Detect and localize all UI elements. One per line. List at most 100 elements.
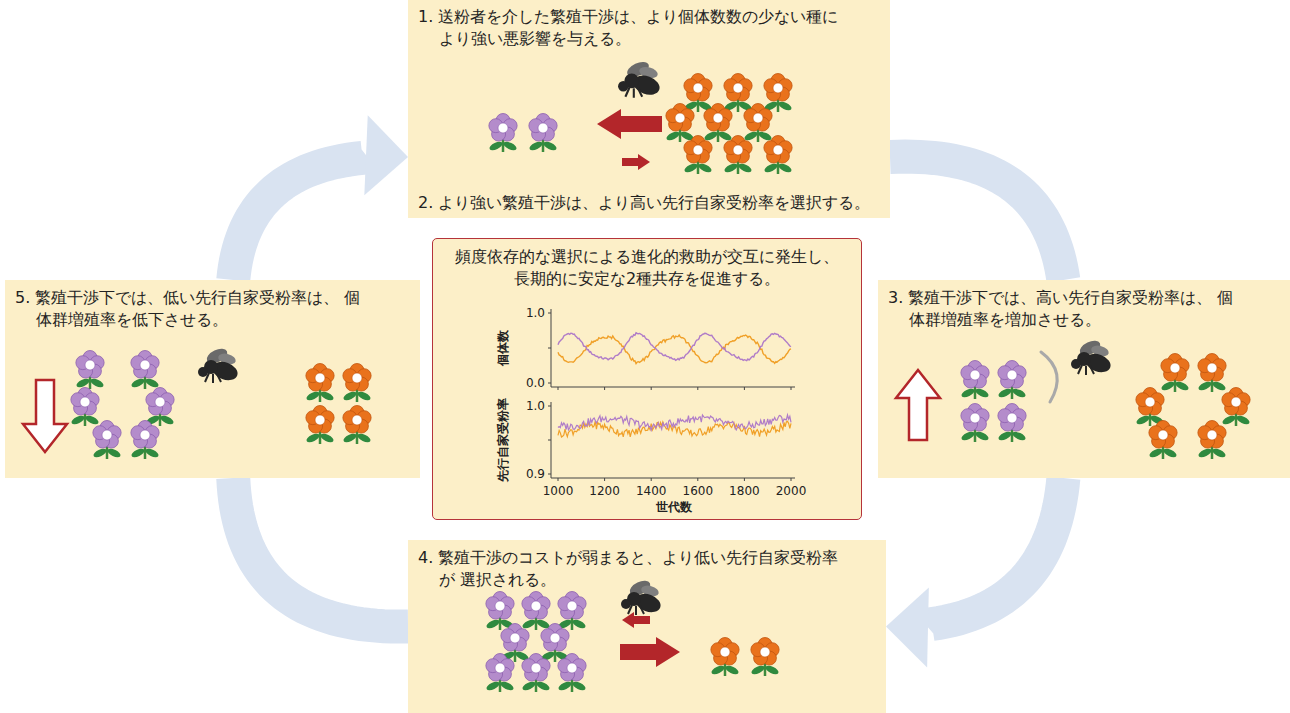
tick <box>548 406 551 407</box>
summary-heading: 頻度依存的な選択による進化的救助が交互に発生し、 長期的に安定な2種共存を促進す… <box>451 246 843 289</box>
tick <box>604 478 605 481</box>
flower <box>1197 354 1226 393</box>
step-text: 5. 繁殖干渉下では、低い先行自家受粉率は、 個体群増殖率を低下させる。 <box>15 287 365 330</box>
cycle-arrow-shaft <box>890 157 1063 280</box>
step-panel: 3. 繁殖干渉下では、高い先行自家受粉率は、 個体群増殖率を増加させる。 <box>878 280 1290 478</box>
leaf <box>305 432 320 444</box>
leaf <box>1160 380 1175 392</box>
leaf <box>70 414 85 426</box>
tick <box>744 478 745 481</box>
leaf <box>724 664 739 676</box>
bee <box>1071 338 1113 376</box>
flower <box>960 404 989 443</box>
leaf <box>1148 447 1163 459</box>
summary-box: 頻度依存的な選択による進化的救助が交互に発生し、 長期的に安定な2種共存を促進す… <box>432 238 862 520</box>
flower <box>750 638 779 677</box>
leaf <box>764 664 779 676</box>
leaf <box>1011 430 1026 442</box>
leaf <box>997 387 1012 399</box>
flower <box>1135 388 1164 427</box>
flower <box>521 592 550 631</box>
cycle-arrow <box>890 157 1063 280</box>
cycle-arrow <box>233 478 408 627</box>
tick-label: 2000 <box>776 485 807 497</box>
flower <box>763 74 792 113</box>
step-text: 3. 繁殖干渉下では、高い先行自家受粉率は、 個体群増殖率を増加させる。 <box>888 287 1238 330</box>
flower-center <box>1145 397 1155 407</box>
leaf <box>144 377 159 389</box>
leaf <box>130 447 145 459</box>
flower-center <box>495 601 505 611</box>
flower-center <box>315 415 325 425</box>
flower <box>305 406 334 445</box>
leaf <box>1221 414 1236 426</box>
axis-title: 先行自家受粉率 <box>497 398 509 482</box>
leaf <box>521 618 536 630</box>
interference-arrow <box>620 637 680 667</box>
tick <box>744 387 745 390</box>
step-text: 4. 繁殖干渉のコストが弱まると、より低い先行自家受粉率が 選択される。 <box>418 547 848 590</box>
leaf <box>737 162 752 174</box>
flower-center <box>567 601 577 611</box>
flower <box>92 421 121 460</box>
tick <box>604 387 605 390</box>
leaf <box>717 130 732 142</box>
leaf <box>710 664 725 676</box>
step-panel: 1. 送粉者を介した繁殖干渉は、より個体数数の少ない種に より強い悪影響を与える… <box>408 0 890 218</box>
flower-center <box>1207 430 1217 440</box>
flower-center <box>80 397 90 407</box>
tick-label: 1400 <box>636 485 667 497</box>
tick <box>558 387 559 390</box>
bee-leg <box>1078 365 1082 374</box>
leaf <box>974 387 989 399</box>
leaf <box>697 162 712 174</box>
flower-center <box>753 113 763 123</box>
leaf <box>1135 414 1150 426</box>
flower <box>342 406 371 445</box>
flower-center <box>102 430 112 440</box>
cycle-arrow-shaft <box>233 155 366 280</box>
flower <box>997 361 1026 400</box>
leaf <box>571 680 586 692</box>
flower-center <box>510 633 520 643</box>
leaf <box>92 447 107 459</box>
leaf <box>342 432 357 444</box>
leaf <box>356 390 371 402</box>
tick <box>548 383 551 384</box>
flower-center <box>538 123 548 133</box>
bee-leg <box>1090 366 1094 374</box>
leaf <box>159 414 174 426</box>
flower-center <box>550 633 560 643</box>
leaf <box>703 130 718 142</box>
bee <box>618 59 662 98</box>
leaf <box>1174 380 1189 392</box>
leaf <box>488 140 503 152</box>
arrowhead <box>886 587 929 667</box>
leaf <box>974 430 989 442</box>
bee <box>198 346 240 384</box>
flower <box>1148 421 1177 460</box>
leaf <box>763 162 778 174</box>
leaf <box>84 414 99 426</box>
flower-center <box>733 145 743 155</box>
increase-arrow <box>896 370 940 440</box>
flower-center <box>531 663 541 673</box>
cycle-arrow <box>233 115 408 280</box>
arrowhead <box>364 115 408 195</box>
leaf <box>723 162 738 174</box>
flower-center <box>498 123 508 133</box>
flower-center <box>315 373 325 383</box>
bee-leg <box>628 605 632 614</box>
leaf <box>557 680 572 692</box>
flower-center <box>495 663 505 673</box>
flower <box>665 104 694 143</box>
leaf <box>1235 414 1250 426</box>
flower <box>1160 354 1189 393</box>
tick-label: 0.0 <box>526 377 545 389</box>
flower <box>1221 388 1250 427</box>
step-panel: 5. 繁殖干渉下では、低い先行自家受粉率は、 個体群増殖率を低下させる。 <box>5 280 420 478</box>
bee-leg <box>638 88 642 96</box>
leaf <box>743 130 758 142</box>
flower <box>485 654 514 693</box>
